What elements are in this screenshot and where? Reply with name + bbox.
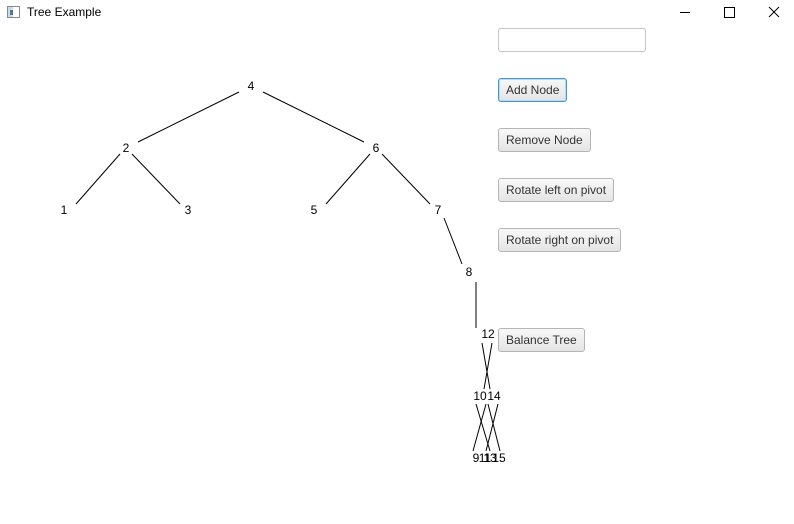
node-value-input[interactable] (498, 28, 646, 52)
tree-edge-2-3 (131, 153, 181, 205)
tree-node-1: 1 (61, 203, 68, 217)
maximize-button[interactable] (706, 0, 752, 26)
minimize-icon (680, 12, 690, 13)
tree-node-4: 4 (248, 79, 255, 93)
tree-node-12: 12 (481, 327, 495, 341)
tree-edge-14-15 (487, 403, 501, 452)
tree-edge-4-2 (137, 91, 240, 143)
tree-node-14: 14 (487, 389, 501, 403)
maximize-icon (724, 7, 735, 18)
title-bar[interactable]: Tree Example (0, 0, 794, 26)
add-node-button[interactable]: Add Node (498, 78, 568, 102)
tree-edge-12-14 (481, 342, 491, 390)
remove-node-button[interactable]: Remove Node (498, 128, 591, 152)
tree-edge-2-1 (75, 153, 121, 205)
rotate-right-button[interactable]: Rotate right on pivot (498, 228, 622, 252)
tree-node-11: 11 (479, 451, 492, 465)
close-icon (768, 6, 780, 18)
minimize-button[interactable] (662, 0, 708, 26)
tree-node-8: 8 (466, 265, 473, 279)
close-button[interactable] (751, 0, 794, 26)
tree-node-10: 10 (473, 389, 487, 403)
tree-edge-12-10 (483, 342, 493, 390)
tree-edge-4-6 (262, 91, 365, 143)
tree-node-3: 3 (185, 203, 192, 217)
tree-node-9: 9 (473, 451, 480, 465)
tree-edge-14-13 (485, 403, 499, 452)
tree-edges (75, 91, 501, 452)
tree-node-6: 6 (373, 141, 380, 155)
window-title: Tree Example (27, 5, 102, 19)
rotate-left-button[interactable]: Rotate left on pivot (498, 178, 615, 202)
tree-edge-10-9 (472, 403, 487, 452)
tree-node-7: 7 (435, 203, 442, 217)
tree-edge-7-8 (443, 217, 463, 265)
tree-node-13: 13 (483, 451, 497, 465)
tree-node-15: 15 (492, 451, 506, 465)
tree-node-5: 5 (311, 203, 318, 217)
tree-node-2: 2 (123, 141, 130, 155)
java-app-icon (7, 6, 20, 18)
tree-edge-6-5 (325, 153, 371, 205)
balance-tree-button[interactable]: Balance Tree (498, 328, 585, 352)
tree-edge-6-7 (381, 153, 431, 205)
